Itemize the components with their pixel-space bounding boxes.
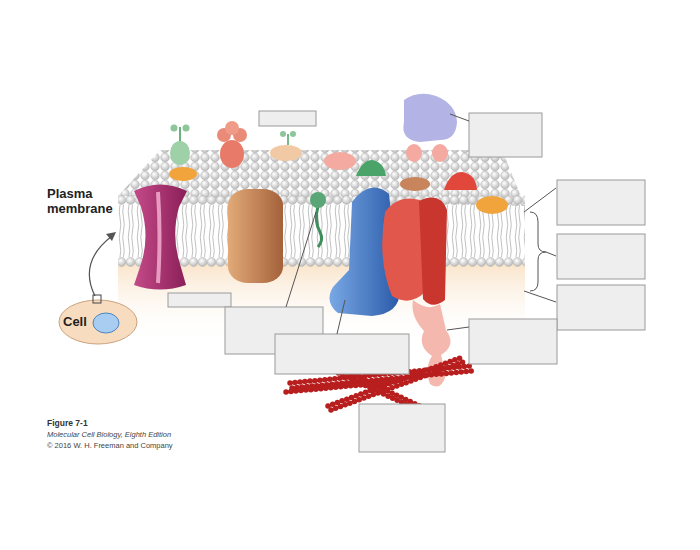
barrel-protein: [228, 189, 283, 283]
glycoprotein: [170, 141, 190, 165]
glycolipid-tail: [316, 206, 321, 247]
cell-label: Cell: [63, 314, 87, 329]
red-protein-lobe: [382, 199, 425, 301]
figure-credit: Molecular Cell Biology, Eighth Edition: [47, 431, 267, 440]
zoom-square: [93, 295, 101, 303]
anchor-protein: [406, 144, 422, 162]
sugar: [290, 131, 296, 137]
protein-subunit: [225, 121, 239, 135]
peripheral-protein: [476, 196, 508, 214]
glycolipid-head: [310, 192, 326, 208]
channel-pore: [158, 192, 160, 283]
cell-node: Cell: [58, 299, 138, 345]
channel-protein: [134, 185, 187, 290]
sugar: [183, 125, 190, 132]
blank-label-boxes: [168, 111, 645, 452]
sugar: [171, 125, 178, 132]
peripheral-protein: [403, 94, 457, 142]
nucleus: [93, 313, 119, 333]
leader-lines: [286, 114, 556, 334]
peripheral-protein: [270, 145, 302, 161]
zoom-arrow: [89, 236, 112, 296]
anchor-protein: [432, 144, 448, 162]
peripheral-protein: [400, 177, 430, 191]
structure-label: Plasma membrane: [47, 187, 121, 217]
peripheral-protein: [356, 160, 386, 176]
red-protein-lobe: [419, 198, 447, 305]
peripheral-protein: [220, 140, 244, 168]
sugar: [280, 131, 286, 137]
cell-body: [59, 300, 137, 344]
figure-credit: Figure 7-1: [47, 419, 247, 429]
sugar-chain: [179, 127, 181, 142]
peripheral-protein: [444, 172, 477, 190]
peripheral-protein: [169, 167, 197, 181]
sugar-chain: [287, 134, 289, 145]
lipid-tails: [118, 205, 525, 257]
arrow-head: [106, 232, 116, 241]
figure-credit: © 2016 W. H. Freeman and Company: [47, 442, 267, 451]
peripheral-protein: [324, 152, 356, 170]
